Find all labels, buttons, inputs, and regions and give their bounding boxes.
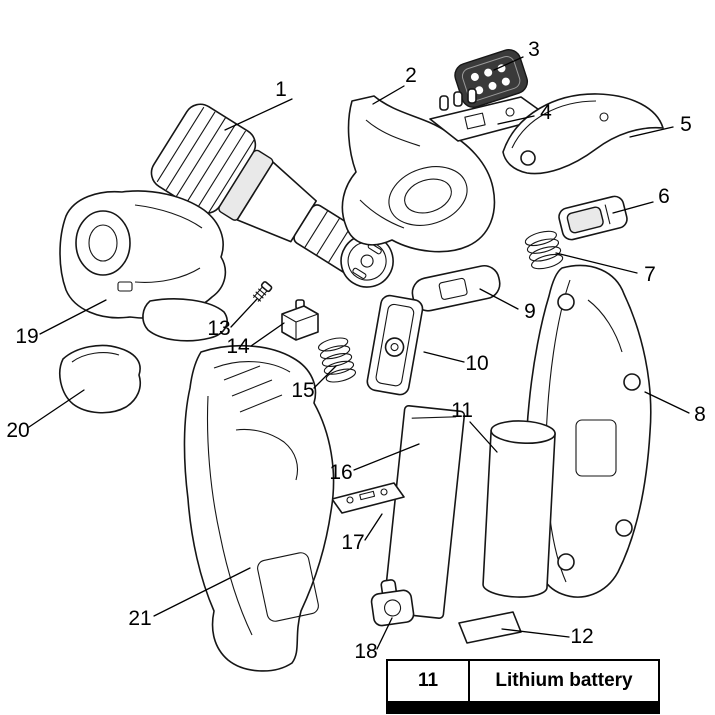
leader-line-4 xyxy=(497,115,535,125)
callout-7: 7 xyxy=(644,263,656,286)
callout-18: 18 xyxy=(354,640,377,663)
leader-line-3 xyxy=(493,56,524,71)
part-15-spring xyxy=(317,337,357,383)
part-21-housing-grip xyxy=(183,344,335,672)
callout-8: 8 xyxy=(694,403,706,426)
leader-line-12 xyxy=(501,628,570,638)
callout-11: 11 xyxy=(451,399,473,422)
callout-1: 1 xyxy=(275,78,287,101)
leader-line-14 xyxy=(250,322,285,347)
callout-20: 20 xyxy=(6,419,29,442)
part-name-cell: Lithium battery xyxy=(495,670,633,691)
leader-line-1 xyxy=(224,98,293,131)
part-20-end-cover xyxy=(59,344,142,414)
part-11-battery-cell xyxy=(482,420,556,598)
callout-17: 17 xyxy=(341,531,364,554)
leader-line-8 xyxy=(644,391,690,414)
part-7-spring xyxy=(524,230,564,270)
callout-6: 6 xyxy=(658,185,670,208)
callout-21: 21 xyxy=(128,607,151,630)
parts-table: 11 Lithium battery xyxy=(386,659,660,714)
callout-14: 14 xyxy=(226,335,250,358)
part-12-pad xyxy=(458,611,522,644)
leader-line-15 xyxy=(313,365,337,389)
callout-4: 4 xyxy=(540,101,552,124)
leader-line-20 xyxy=(28,389,85,428)
leader-line-17 xyxy=(364,513,383,541)
callout-2: 2 xyxy=(405,64,417,87)
part-8-housing-half-right xyxy=(525,264,652,598)
callout-19: 19 xyxy=(15,325,38,348)
parts-table-row: 11 Lithium battery xyxy=(388,661,658,701)
part-number-cell: 11 xyxy=(388,661,470,701)
callout-3: 3 xyxy=(528,38,540,61)
leader-line-10 xyxy=(423,351,465,363)
callout-16: 16 xyxy=(329,461,352,484)
part-5-top-cover xyxy=(502,93,664,175)
leader-line-2 xyxy=(372,85,405,105)
part-9-bit-holder xyxy=(411,264,501,312)
callout-15: 15 xyxy=(291,379,314,402)
leader-line-19 xyxy=(39,299,107,335)
leader-line-9 xyxy=(479,288,519,310)
callout-10: 10 xyxy=(465,352,488,375)
leader-line-13 xyxy=(230,298,258,328)
leader-line-7 xyxy=(555,252,638,274)
part-16-side-panel xyxy=(382,405,466,619)
part-18-motor-endcap xyxy=(370,579,415,627)
leader-line-18 xyxy=(376,617,393,650)
part-14-micro-switch xyxy=(281,299,319,341)
part-19-gearbox-assembly xyxy=(59,190,228,342)
callout-5: 5 xyxy=(680,113,692,136)
leader-line-5 xyxy=(629,126,674,138)
part-6-forward-reverse-button xyxy=(558,195,628,241)
leader-line-21 xyxy=(153,567,251,617)
leader-line-6 xyxy=(612,201,654,214)
part-17-contact-plate xyxy=(331,482,405,514)
parts-table-partial-row xyxy=(388,701,658,714)
leader-line-16 xyxy=(353,443,420,471)
leader-line-11 xyxy=(469,421,498,453)
part-13-screw xyxy=(252,281,273,302)
callout-9: 9 xyxy=(524,300,536,323)
part-10-trigger-mechanism xyxy=(366,294,424,396)
callout-12: 12 xyxy=(570,625,593,648)
callout-13: 13 xyxy=(207,317,230,340)
